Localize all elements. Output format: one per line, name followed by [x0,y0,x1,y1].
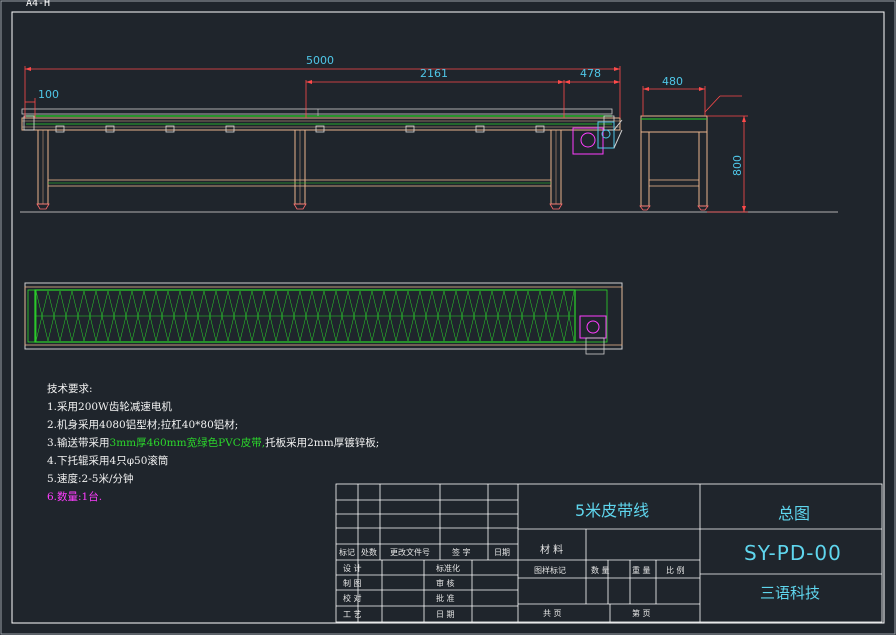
tech-line-3-suffix: 托板采用2mm厚镀锌板; [265,437,380,449]
tech-line-4: 4.下托辊采用4只φ50滚筒 [47,455,169,467]
label-total-sheets: 共 页 [543,609,562,618]
label-sheet-no: 第 页 [632,609,651,618]
dim-left-offset: 100 [38,88,59,101]
dim-segment-long: 2161 [420,67,448,80]
dimension-arrows [25,67,620,84]
tech-line-1: 1.采用200W齿轮减速电机 [47,401,172,413]
label-change-doc: 更改文件号 [390,548,430,557]
sheet-border-inner [11,11,885,624]
product-name: 5米皮带线 [575,501,650,520]
support-legs [37,129,562,205]
label-weight: 重 量 [632,566,651,575]
belt-mesh-pattern [35,290,575,342]
label-drawing: 制 图 [343,579,362,588]
label-stage-mark: 图样标记 [534,566,566,575]
company-name: 三语科技 [760,584,821,602]
drive-motor [572,119,623,155]
sheet-size-label: A4-H [26,0,51,9]
top-view [24,282,623,355]
label-standardize: 标准化 [436,564,460,573]
dim-segment-drive: 478 [580,67,601,80]
tech-line-3-prefix: 3.输送带采用 [47,437,110,449]
tech-line-5: 5.速度:2-5米/分钟 [47,473,134,485]
material-label: 材 料 [540,545,564,556]
label-process: 工 艺 [343,610,362,619]
label-date: 日期 [494,548,510,557]
tech-line-3: 3.输送带采用3mm厚460mm宽绿色PVC皮带,托板采用2mm厚镀锌板; [47,434,379,452]
dim-frame-height: 800 [731,155,744,176]
label-quantity: 数 量 [591,566,610,575]
label-signature: 签 字 [452,548,471,557]
label-approve: 批 准 [436,594,455,603]
side-view [20,66,838,213]
label-mark: 标记 [339,548,355,557]
dimension-lines [24,66,621,118]
title-block-grid [335,483,883,623]
label-count: 处数 [361,548,377,557]
side-guide-rail [21,108,613,115]
drawing-type: 总图 [778,504,811,523]
label-review: 审 核 [436,579,455,588]
frame-top-rail [21,117,621,131]
drawing-number: SY-PD-00 [744,541,842,565]
tech-line-2: 2.机身采用4080铝型材;拉杠40*80铝材; [47,419,239,431]
dim-frame-width: 480 [662,75,683,88]
label-proofread: 校 对 [343,594,362,603]
tech-title: 技术要求: [47,383,93,395]
label-design: 设 计 [343,564,362,573]
tech-requirements: 技术要求: 1.采用200W齿轮减速电机 2.机身采用4080铝型材;拉杠40*… [47,380,379,506]
dim-total-length: 5000 [306,54,334,67]
label-date2: 日 期 [436,610,455,619]
adjustable-feet [36,203,563,210]
label-scale: 比 例 [666,566,685,575]
tech-line-6: 6.数量:1台. [47,491,103,503]
end-view [639,86,748,213]
tech-line-3-highlight: 3mm厚460mm宽绿色PVC皮带, [109,437,266,449]
